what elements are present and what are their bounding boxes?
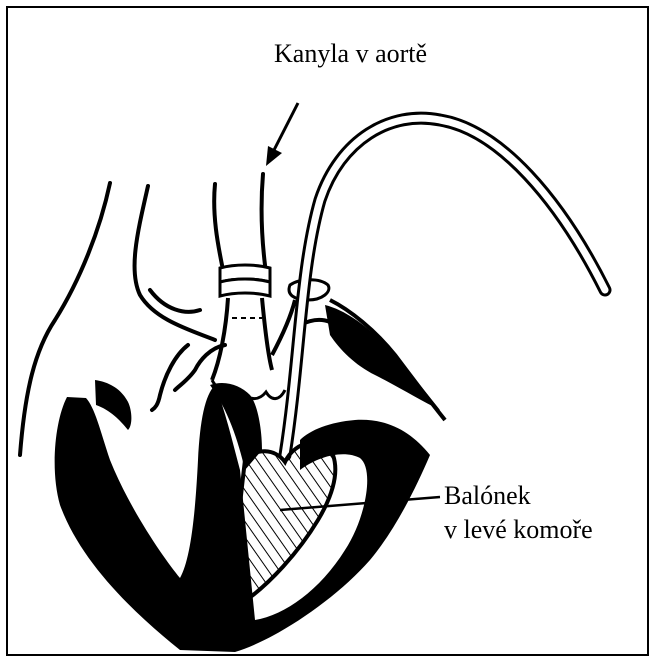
catheter-tube xyxy=(285,118,605,455)
atrium-wall-left xyxy=(95,380,131,430)
cannula-arrow xyxy=(266,103,298,166)
cannula-label: Kanyla v aortě xyxy=(274,37,427,71)
balloon-label: Balónek v levé komoře xyxy=(444,479,593,547)
aortic-root xyxy=(212,298,272,380)
balloon-label-line2: v levé komoře xyxy=(444,513,593,547)
balloon xyxy=(236,442,336,606)
balloon-label-line1: Balónek xyxy=(444,479,593,513)
aortic-band xyxy=(220,265,270,296)
